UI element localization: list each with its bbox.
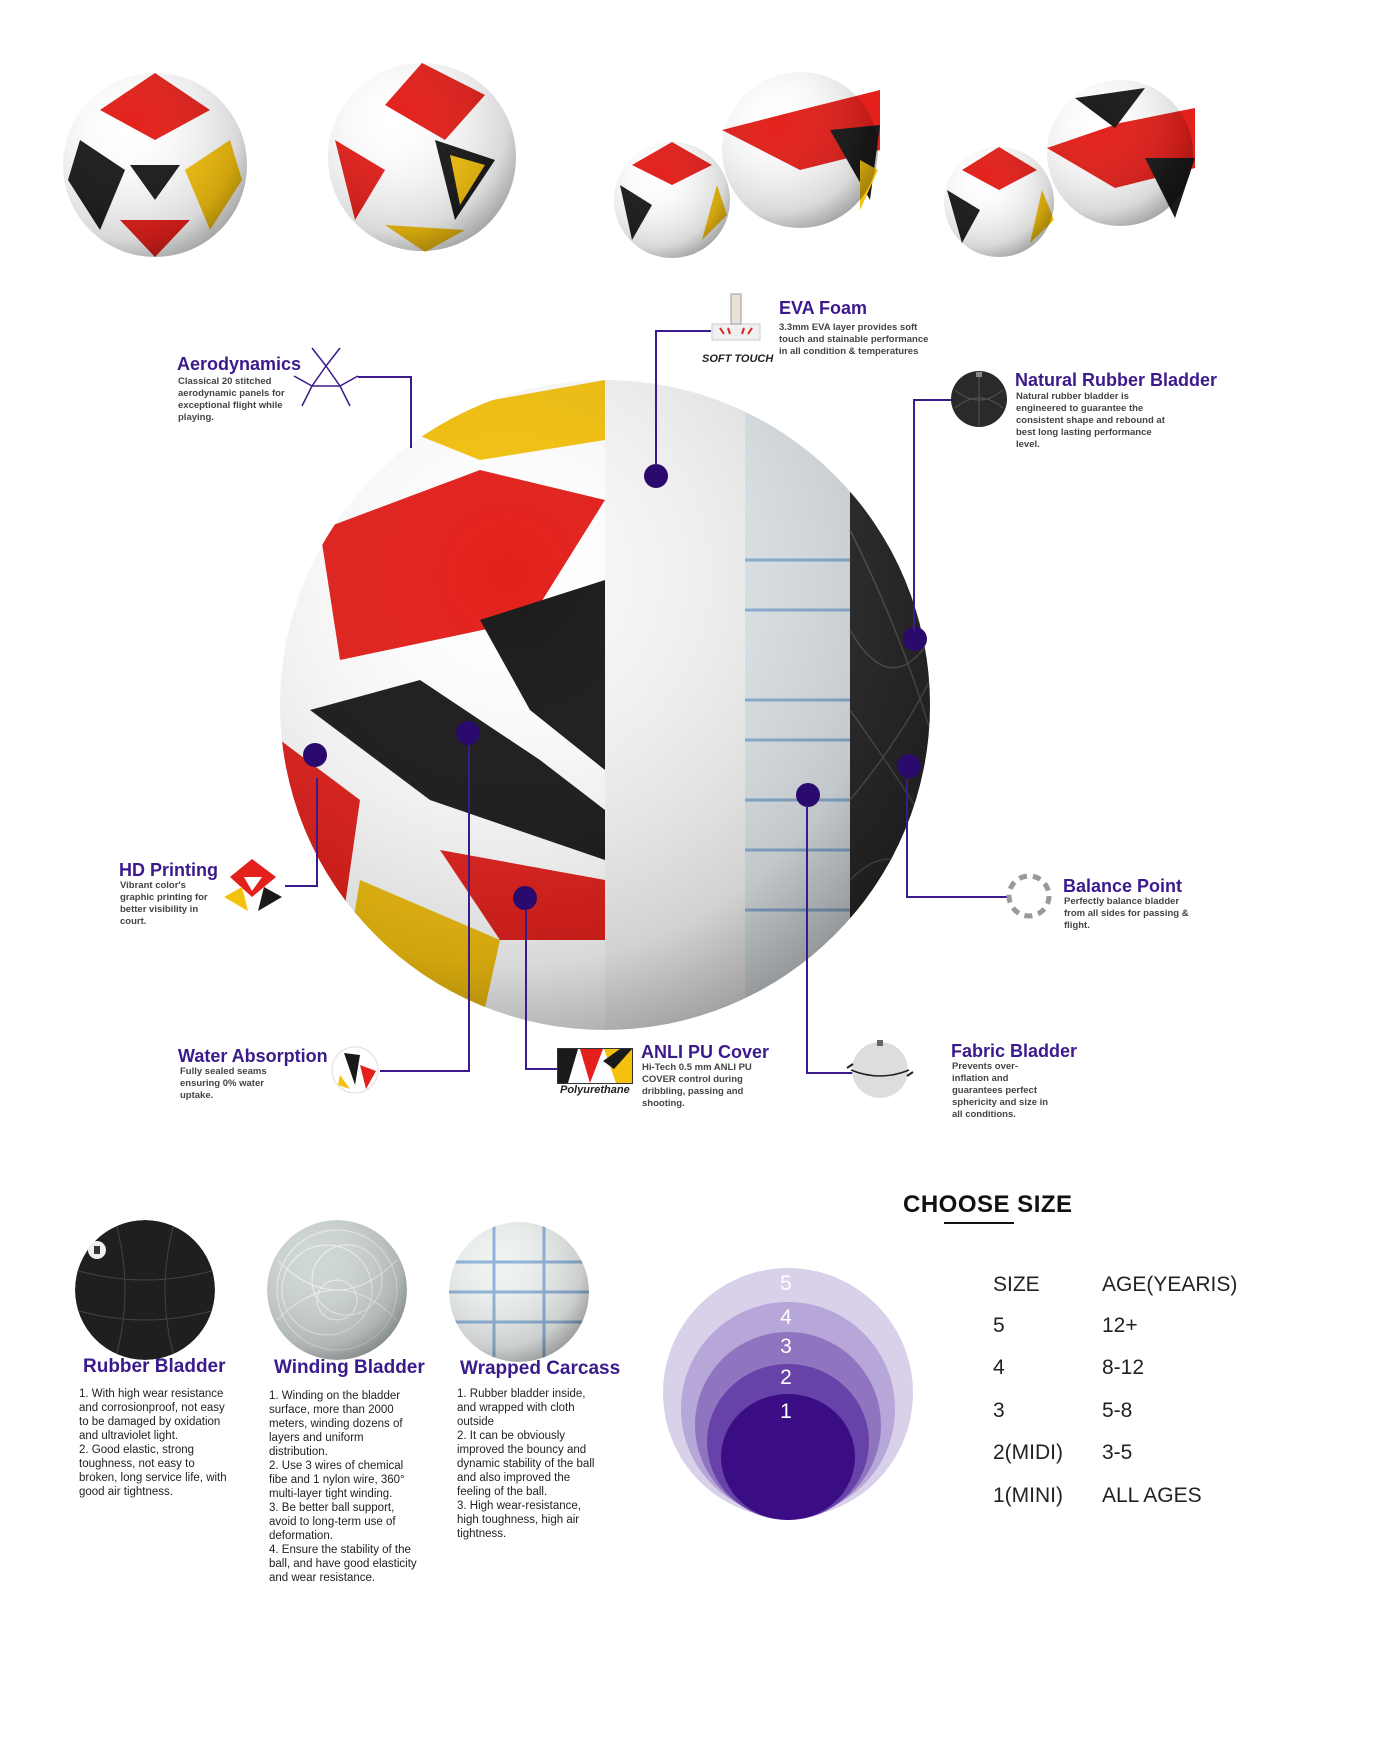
balance-ring-icon	[1004, 871, 1054, 921]
rubber-bladder-icon	[950, 370, 1008, 428]
ring-label-1: 1	[780, 1400, 792, 1423]
top-ball-1	[60, 70, 250, 260]
size-row-1: 1(MINI)	[993, 1484, 1063, 1507]
marker-fabric	[796, 783, 820, 807]
top-ball-4-small	[942, 145, 1057, 260]
pu-icon-caption: Polyurethane	[560, 1084, 630, 1096]
size-rings: 5 4 3 2 1	[663, 1268, 913, 1520]
marker-balance	[897, 754, 921, 778]
top-ball-4-zoom	[1045, 78, 1195, 228]
eva-title: EVA Foam	[779, 298, 868, 318]
layer-title-winding: Winding Bladder	[274, 1357, 425, 1378]
size-row-4: 4	[993, 1356, 1005, 1379]
print-panel-icon	[222, 857, 284, 913]
size-row-3: 3	[993, 1399, 1005, 1422]
rubber-bladder-image	[75, 1220, 215, 1360]
leader-fabric	[806, 807, 858, 1074]
marker-water	[456, 721, 480, 745]
water-desc: Fully sealed seams ensuring 0% water upt…	[180, 1066, 267, 1101]
leader-anli	[525, 910, 559, 1070]
anli-title: ANLI PU Cover	[641, 1042, 770, 1062]
layer-title-rubber: Rubber Bladder	[83, 1356, 226, 1377]
fabric-desc: Prevents over-inflation and guarantees p…	[952, 1061, 1049, 1120]
top-ball-3-zoom	[720, 70, 880, 230]
age-row-1: ALL AGES	[1102, 1484, 1202, 1507]
leader-rubber	[913, 399, 953, 631]
size-chart-title: CHOOSE SIZE	[903, 1191, 1073, 1218]
top-ball-3-small	[612, 140, 732, 260]
leader-water	[380, 745, 470, 1072]
ring-1	[721, 1394, 855, 1520]
age-row-3: 5-8	[1102, 1399, 1133, 1422]
eva-desc: 3.3mm EVA layer provides soft touch and …	[779, 322, 929, 357]
marker-rubber	[903, 627, 927, 651]
size-row-2: 2(MIDI)	[993, 1441, 1063, 1464]
fabric-title: Fabric Bladder	[951, 1041, 1078, 1061]
panel-shape-icon	[292, 346, 360, 408]
fabric-bladder-icon	[845, 1038, 915, 1102]
ring-label-2: 2	[780, 1366, 792, 1389]
anli-desc: Hi-Tech 0.5 mm ANLI PU COVER control dur…	[642, 1062, 752, 1109]
leader-balance	[906, 778, 1008, 898]
ring-label-4: 4	[780, 1306, 792, 1329]
age-row-2: 3-5	[1102, 1441, 1133, 1464]
layer-desc-rubber: 1. With high wear resistance and corrosi…	[79, 1388, 227, 1498]
marker-anli	[513, 886, 537, 910]
marker-eva	[644, 464, 668, 488]
hd-title: HD Printing	[119, 860, 218, 880]
water-drop-icon	[330, 1045, 380, 1095]
leader-hd	[285, 778, 318, 887]
age-header: AGE(YEARIS)	[1102, 1273, 1238, 1296]
wrapped-carcass-image	[449, 1222, 589, 1362]
aero-desc: Classical 20 stitched aerodynamic panels…	[178, 376, 285, 423]
rubber-title: Natural Rubber Bladder	[1015, 370, 1218, 390]
top-ball-2	[325, 60, 520, 255]
ring-label-3: 3	[780, 1335, 792, 1358]
hd-desc: Vibrant color's graphic printing for bet…	[120, 880, 208, 927]
leader-aero	[358, 376, 412, 448]
layer-title-carcass: Wrapped Carcass	[460, 1358, 621, 1379]
age-row-4: 8-12	[1102, 1356, 1145, 1379]
size-header: SIZE	[993, 1273, 1040, 1296]
size-title-underline	[944, 1222, 1014, 1224]
aero-title: Aerodynamics	[177, 354, 302, 374]
marker-hd	[303, 743, 327, 767]
layer-desc-carcass: 1. Rubber bladder inside, and wrapped wi…	[457, 1388, 595, 1540]
water-title: Water Absorption	[178, 1046, 328, 1066]
eva-icon-caption: SOFT TOUCH	[702, 353, 774, 365]
ring-label-5: 5	[780, 1272, 792, 1295]
leader-eva	[655, 330, 711, 466]
hand-touch-icon	[706, 290, 766, 350]
size-row-5: 5	[993, 1314, 1005, 1337]
layer-desc-winding: 1. Winding on the bladder surface, more …	[269, 1390, 417, 1584]
rubber-desc: Natural rubber bladder is engineered to …	[1016, 391, 1165, 450]
cutaway-ball	[280, 380, 930, 1030]
pu-swatch-icon	[557, 1048, 633, 1084]
winding-bladder-image	[267, 1220, 407, 1360]
balance-title: Balance Point	[1063, 876, 1183, 896]
balance-desc: Perfectly balance bladder from all sides…	[1064, 896, 1189, 931]
age-row-5: 12+	[1102, 1314, 1138, 1337]
